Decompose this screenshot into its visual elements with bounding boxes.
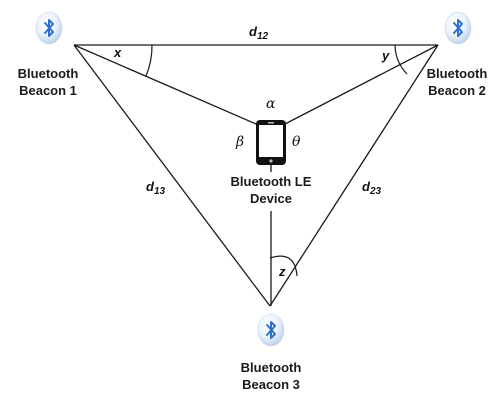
bluetooth-icon: [257, 313, 285, 347]
beacon-1: Bluetooth Beacon 1: [18, 11, 79, 98]
angle-label-z: z: [278, 264, 286, 279]
device-label-line1: Bluetooth LE: [231, 174, 312, 189]
angle-label-theta: θ: [292, 134, 301, 150]
device-label-line2: Device: [250, 191, 292, 206]
ble-device: Bluetooth LE Device: [231, 120, 312, 206]
edge-beacon1-device: [73, 44, 257, 125]
angle-arc-y: [394, 44, 408, 75]
smartphone-icon: [256, 120, 286, 165]
beacon-3-label-line1: Bluetooth: [241, 360, 302, 375]
angle-arc-z: [269, 255, 298, 277]
beacon-2: Bluetooth Beacon 2: [427, 11, 488, 98]
beacon-3-label-line2: Beacon 3: [242, 377, 300, 392]
angle-label-beta: β: [235, 134, 244, 150]
beacon-2-label-line1: Bluetooth: [427, 66, 488, 81]
edge-beacon2-device: [284, 44, 439, 125]
angle-label-y: y: [381, 48, 390, 63]
distance-label-d12: d12: [249, 24, 269, 42]
beacon-2-label-line2: Beacon 2: [428, 83, 486, 98]
beacon-1-label-line1: Bluetooth: [18, 66, 79, 81]
bluetooth-icon: [444, 11, 472, 45]
distance-label-d23: d23: [362, 179, 382, 197]
beacon-1-label-line2: Beacon 1: [19, 83, 77, 98]
angle-label-x: x: [113, 45, 122, 60]
bluetooth-icon: [35, 11, 63, 45]
beacon-3: Bluetooth Beacon 3: [241, 313, 302, 392]
edge-beacon2-beacon3: [269, 44, 439, 307]
edge-beacon1-beacon3: [73, 44, 271, 307]
angle-label-alpha: α: [266, 96, 276, 112]
angle-arc-x: [145, 44, 153, 77]
distance-label-d13: d13: [146, 179, 166, 197]
